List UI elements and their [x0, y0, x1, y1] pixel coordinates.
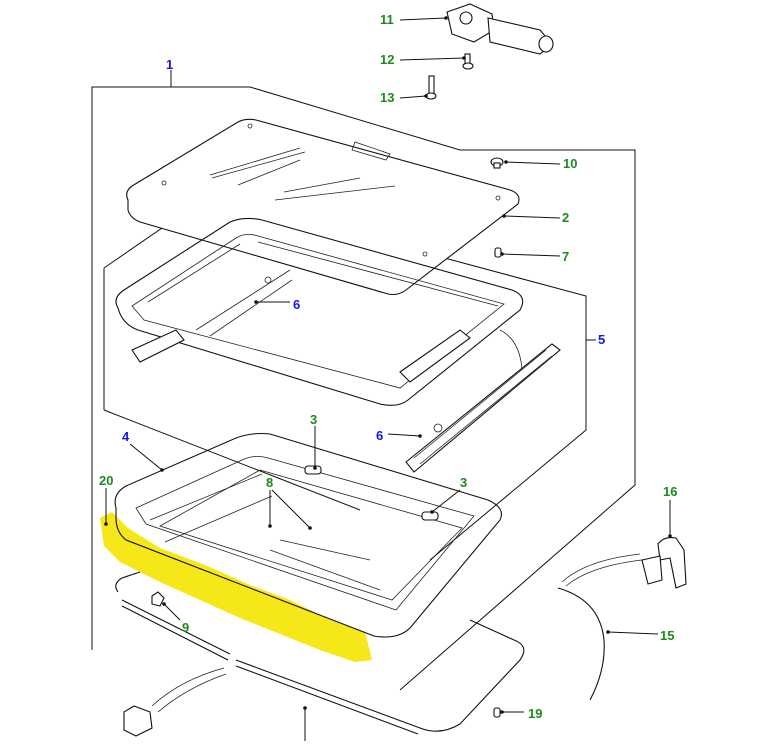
callout-11[interactable]: 11 [380, 12, 394, 27]
seal-highlight[interactable] [100, 512, 372, 662]
callout-12[interactable]: 12 [380, 52, 395, 67]
clip-9-part[interactable] [151, 591, 165, 607]
callout-15[interactable]: 15 [660, 628, 675, 643]
callout-8[interactable]: 8 [266, 475, 274, 490]
upper-frame-part[interactable] [115, 217, 524, 406]
assembly-1-bracket [91, 86, 636, 691]
motor-part[interactable] [446, 3, 554, 55]
callout-4[interactable]: 4 [122, 429, 130, 444]
bracket-5-bottom [103, 409, 361, 511]
callout-20[interactable]: 20 [99, 473, 114, 488]
callout-3b[interactable]: 3 [460, 475, 468, 490]
callout-6a[interactable]: 6 [293, 297, 301, 312]
drain-tube-15-part[interactable] [557, 587, 605, 701]
lower-frame-part[interactable] [114, 432, 503, 638]
leader-lines [104, 16, 672, 741]
bolt-12-part[interactable] [462, 53, 474, 70]
callout-6b[interactable]: 6 [376, 428, 384, 443]
plug-10-part[interactable] [490, 157, 504, 169]
callout-3a[interactable]: 3 [310, 412, 318, 427]
callout-2[interactable]: 2 [562, 210, 570, 225]
guide-rail-6-part[interactable] [405, 329, 561, 473]
callout-19[interactable]: 19 [528, 706, 543, 721]
screw-19-part[interactable] [493, 707, 501, 718]
callout-10[interactable]: 10 [563, 156, 578, 171]
callout-5[interactable]: 5 [598, 332, 606, 347]
callout-13[interactable]: 13 [380, 90, 395, 105]
glass-panel-part[interactable] [126, 118, 520, 296]
callout-16[interactable]: 16 [663, 484, 678, 499]
connector-lower-part[interactable] [123, 705, 153, 737]
callout-1[interactable]: 1 [166, 57, 174, 72]
connector-16-part[interactable] [641, 537, 687, 589]
seal-ring-part[interactable] [115, 571, 525, 735]
callout-9[interactable]: 9 [182, 620, 190, 635]
callout-7[interactable]: 7 [562, 249, 570, 264]
screw-7-part[interactable] [494, 247, 502, 258]
